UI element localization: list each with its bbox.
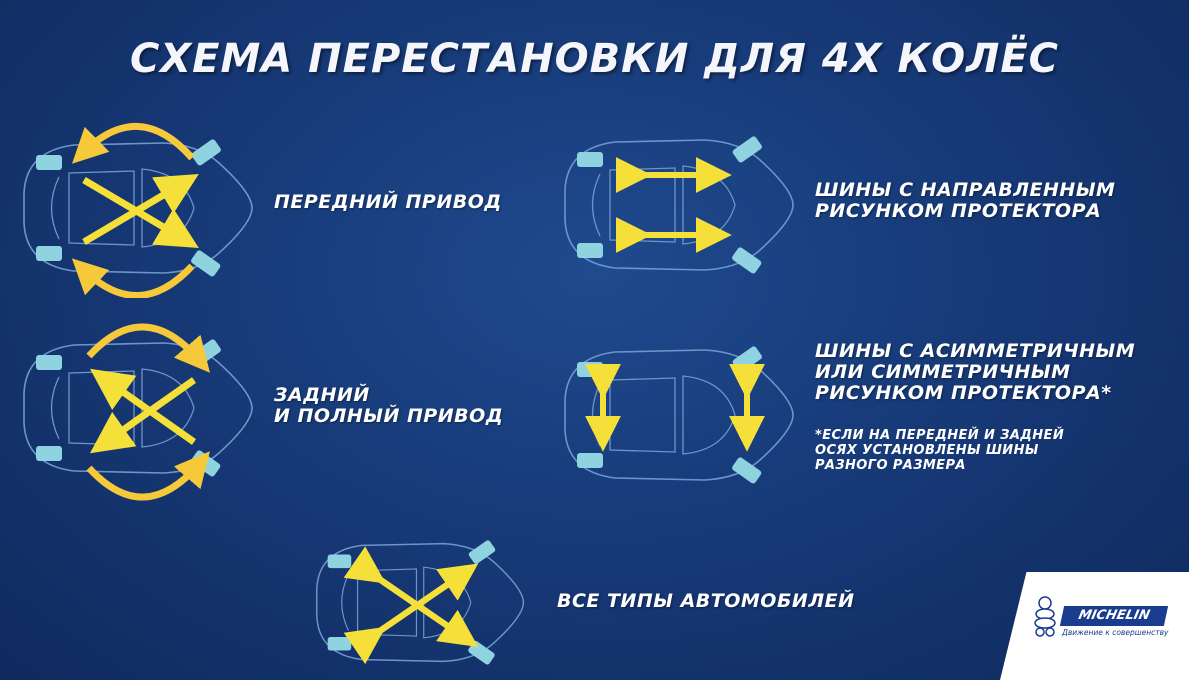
page-title: СХЕМА ПЕРЕСТАНОВКИ ДЛЯ 4Х КОЛЁС [129,36,1060,82]
all-types-label: ВСЕ ТИПЫ АВТОМОБИЛЕЙ [557,590,855,612]
all-types-diagram [316,538,525,667]
brand-logo-panel [1000,572,1189,680]
asymmetric-label: ШИНЫ С АСИММЕТРИЧНЫМ ИЛИ СИММЕТРИЧНЫМ РИ… [815,340,1136,404]
directional-diagram [564,134,794,276]
fwd-diagram [23,123,253,298]
michelin-man-icon [1034,596,1056,637]
fwd-label: ПЕРЕДНИЙ ПРИВОД [274,191,502,213]
brand-name: MICHELIN [1059,606,1169,626]
asymmetric-diagram [564,344,794,486]
rwd-awd-diagram [23,323,253,501]
size-footnote: *ЕСЛИ НА ПЕРЕДНЕЙ И ЗАДНЕЙ ОСЯХ УСТАНОВЛ… [815,428,1065,473]
rwd-awd-label: ЗАДНИЙ И ПОЛНЫЙ ПРИВОД [274,384,504,427]
directional-label: ШИНЫ С НАПРАВЛЕННЫМ РИСУНКОМ ПРОТЕКТОРА [815,179,1116,222]
brand-tagline: Движение к совершенству [1062,628,1169,637]
